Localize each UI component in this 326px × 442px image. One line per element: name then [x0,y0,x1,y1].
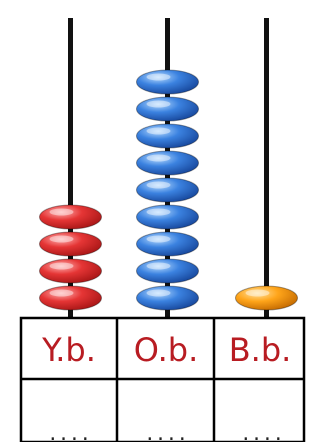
bead-highlight [146,127,171,135]
column-label-ob: O.b. [134,331,199,369]
bead-ob [136,204,199,230]
bead-highlight [245,289,270,297]
bead-ob [136,231,199,257]
bead-highlight [146,73,171,81]
bead-ob [136,150,199,176]
bead-highlight [49,262,74,270]
bead-highlight [146,235,171,243]
answer-blank-yb: .... [47,424,90,442]
bead-bb [235,285,298,311]
bead-highlight [146,181,171,189]
bead-ob [136,285,199,311]
label-table [19,316,306,442]
bead-highlight [146,262,171,270]
bead-ob [136,69,199,95]
beads-group [39,69,298,311]
rod-bb [264,18,269,318]
bead-highlight [146,100,171,108]
bead-highlight [146,289,171,297]
bead-highlight [146,154,171,162]
bead-highlight [146,208,171,216]
bead-ob [136,96,199,122]
bead-yb [39,258,102,284]
bead-ob [136,258,199,284]
answer-blank-bb: .... [240,424,283,442]
answer-blank-ob: .... [144,424,187,442]
bead-highlight [49,235,74,243]
bead-highlight [49,208,74,216]
bead-ob [136,123,199,149]
column-label-yb: Y.b. [41,331,96,369]
bead-highlight [49,289,74,297]
bead-ob [136,177,199,203]
rod-yb [68,18,73,318]
bead-yb [39,285,102,311]
column-label-bb: B.b. [229,331,292,369]
bead-yb [39,204,102,230]
bead-yb [39,231,102,257]
